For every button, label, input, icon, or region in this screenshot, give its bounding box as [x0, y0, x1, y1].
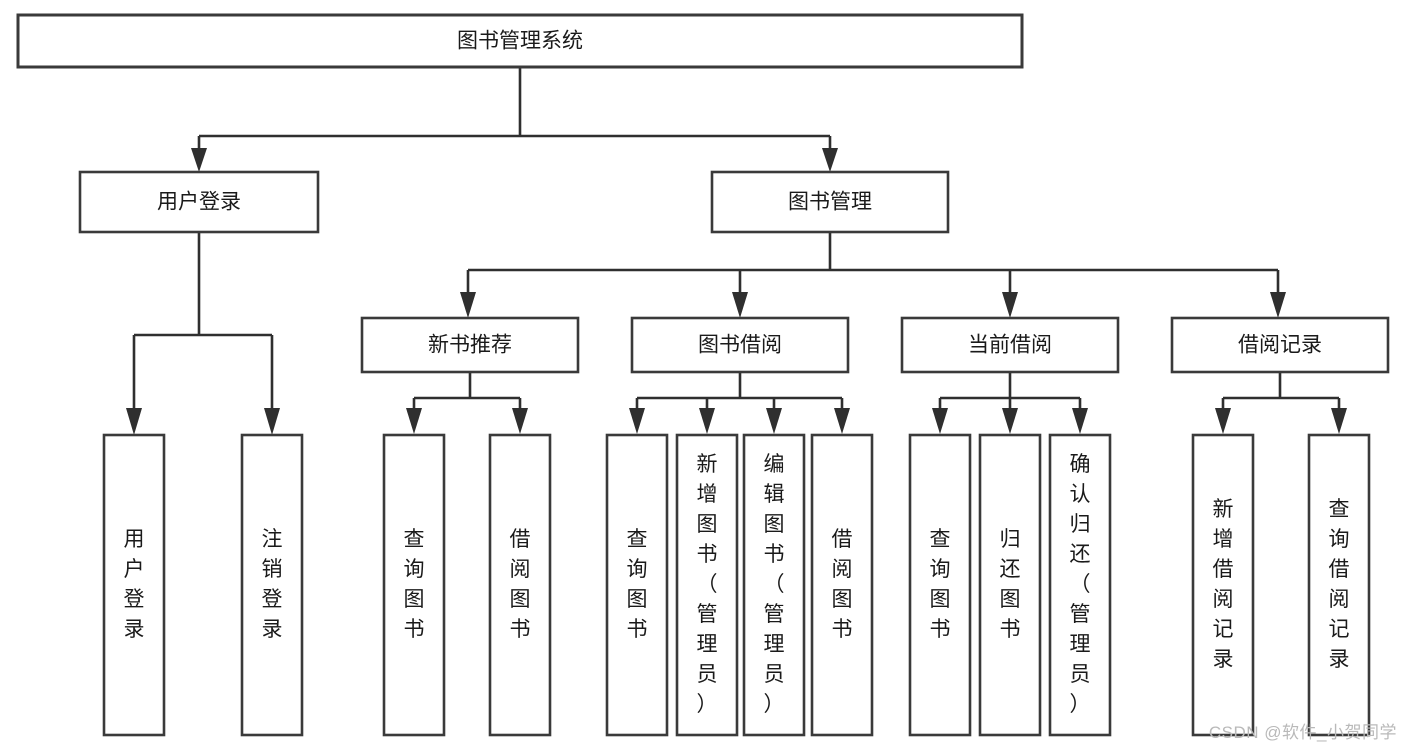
node-leaf-bb-edit-book[interactable]: 编辑图书（管理员） — [742, 433, 806, 737]
node-leaf-user-login-box[interactable] — [102, 433, 166, 737]
node-root[interactable]: 图书管理系统 — [16, 13, 1024, 69]
node-leaf-br-add-record-label: 新增借阅记录 — [1213, 498, 1234, 671]
node-book-borrow-label: 图书借阅 — [698, 334, 782, 357]
node-leaf-cb-confirm-return[interactable]: 确认归还（管理员） — [1048, 433, 1112, 737]
node-new-book-rec-label: 新书推荐 — [428, 334, 512, 357]
node-leaf-nbr-borrow-book[interactable]: 借阅图书 — [488, 433, 552, 737]
arrow-head-nbr-borrow — [512, 408, 528, 434]
node-user-login-label: 用户登录 — [157, 191, 241, 214]
node-leaf-bb-add-book[interactable]: 新增图书（管理员） — [675, 433, 739, 737]
connector-group-root — [191, 67, 838, 172]
node-leaf-bb-borrow-book-box[interactable] — [810, 433, 874, 737]
arrow-head-new-book-rec — [460, 292, 476, 318]
node-leaf-nbr-borrow-book-box[interactable] — [488, 433, 552, 737]
node-book-borrow-box[interactable] — [630, 316, 850, 374]
node-user-login-box[interactable] — [78, 170, 320, 234]
node-leaf-user-login[interactable]: 用户登录 — [102, 433, 166, 737]
node-new-book-rec-box[interactable] — [360, 316, 580, 374]
node-leaf-nbr-query-book-box[interactable] — [382, 433, 446, 737]
node-leaf-br-query-record-box[interactable] — [1307, 433, 1371, 737]
arrow-head-bb-edit — [766, 408, 782, 434]
node-current-borrow-box[interactable] — [900, 316, 1120, 374]
node-leaf-br-query-record-label: 查询借阅记录 — [1329, 498, 1350, 671]
arrow-head-bb-borrow — [834, 408, 850, 434]
node-leaf-nbr-query-book[interactable]: 查询图书 — [382, 433, 446, 737]
connector-group-new-book-rec — [406, 372, 528, 434]
arrow-head-bb-query — [629, 408, 645, 434]
connector-group-book-manage — [460, 232, 1286, 318]
arrow-head-bb-add — [699, 408, 715, 434]
node-leaf-br-query-record[interactable]: 查询借阅记录 — [1307, 433, 1371, 737]
node-leaf-br-add-record-box[interactable] — [1191, 433, 1255, 737]
node-leaf-bb-edit-book-label: 编辑图书（管理员） — [764, 453, 785, 716]
node-borrow-record[interactable]: 借阅记录 — [1170, 316, 1390, 374]
node-book-manage-box[interactable] — [710, 170, 950, 234]
arrow-head-book-borrow — [732, 292, 748, 318]
node-leaf-cb-confirm-return-box[interactable] — [1048, 433, 1112, 737]
node-new-book-rec[interactable]: 新书推荐 — [360, 316, 580, 374]
node-leaf-bb-query-book-box[interactable] — [605, 433, 669, 737]
node-root-label: 图书管理系统 — [457, 30, 583, 53]
node-leaf-bb-add-book-box[interactable] — [675, 433, 739, 737]
connector-group-book-borrow — [629, 372, 850, 434]
arrow-head-nbr-query — [406, 408, 422, 434]
node-leaf-cb-return-book-box[interactable] — [978, 433, 1042, 737]
arrow-head-user-login — [191, 148, 207, 172]
arrow-head-br-query — [1331, 408, 1347, 434]
node-leaf-bb-borrow-book[interactable]: 借阅图书 — [810, 433, 874, 737]
node-leaf-bb-query-book[interactable]: 查询图书 — [605, 433, 669, 737]
node-leaf-br-add-record[interactable]: 新增借阅记录 — [1191, 433, 1255, 737]
node-leaf-bb-edit-book-box[interactable] — [742, 433, 806, 737]
node-leaf-logout[interactable]: 注销登录 — [240, 433, 304, 737]
arrow-head-cb-query — [932, 408, 948, 434]
node-leaf-logout-box[interactable] — [240, 433, 304, 737]
node-book-borrow[interactable]: 图书借阅 — [630, 316, 850, 374]
node-leaf-cb-query-book-label: 查询图书 — [930, 528, 951, 641]
node-leaf-cb-confirm-return-label: 确认归还（管理员） — [1070, 453, 1091, 716]
node-leaf-user-login-label: 用户登录 — [124, 528, 145, 641]
node-leaf-nbr-query-book-label: 查询图书 — [404, 528, 425, 641]
node-leaf-cb-return-book-label: 归还图书 — [1000, 528, 1021, 641]
node-user-login[interactable]: 用户登录 — [78, 170, 320, 234]
arrow-head-leaf-user-login — [126, 408, 142, 435]
node-root-box[interactable] — [16, 13, 1024, 69]
arrow-head-cb-confirm — [1072, 408, 1088, 434]
node-current-borrow[interactable]: 当前借阅 — [900, 316, 1120, 374]
arrow-head-book-manage — [822, 148, 838, 172]
node-book-manage[interactable]: 图书管理 — [710, 170, 950, 234]
arrow-head-borrow-record — [1270, 292, 1286, 318]
node-leaf-cb-return-book[interactable]: 归还图书 — [978, 433, 1042, 737]
arrow-head-leaf-logout — [264, 408, 280, 435]
node-current-borrow-label: 当前借阅 — [968, 334, 1052, 357]
arrow-head-current-borrow — [1002, 292, 1018, 318]
node-leaf-bb-borrow-book-label: 借阅图书 — [832, 528, 853, 641]
connector-group-current-borrow — [932, 372, 1088, 434]
node-leaf-bb-add-book-label: 新增图书（管理员） — [697, 453, 718, 716]
node-leaf-bb-query-book-label: 查询图书 — [627, 528, 648, 641]
node-leaf-logout-label: 注销登录 — [262, 528, 283, 641]
node-leaf-cb-query-book[interactable]: 查询图书 — [908, 433, 972, 737]
node-leaf-cb-query-book-box[interactable] — [908, 433, 972, 737]
node-leaf-nbr-borrow-book-label: 借阅图书 — [510, 528, 531, 641]
node-book-manage-label: 图书管理 — [788, 191, 872, 214]
node-borrow-record-label: 借阅记录 — [1238, 334, 1322, 357]
arrow-head-br-add — [1215, 408, 1231, 434]
connector-group-borrow-record — [1215, 372, 1347, 434]
node-borrow-record-box[interactable] — [1170, 316, 1390, 374]
connector-group-user-login — [126, 232, 280, 435]
arrow-head-cb-return — [1002, 408, 1018, 434]
